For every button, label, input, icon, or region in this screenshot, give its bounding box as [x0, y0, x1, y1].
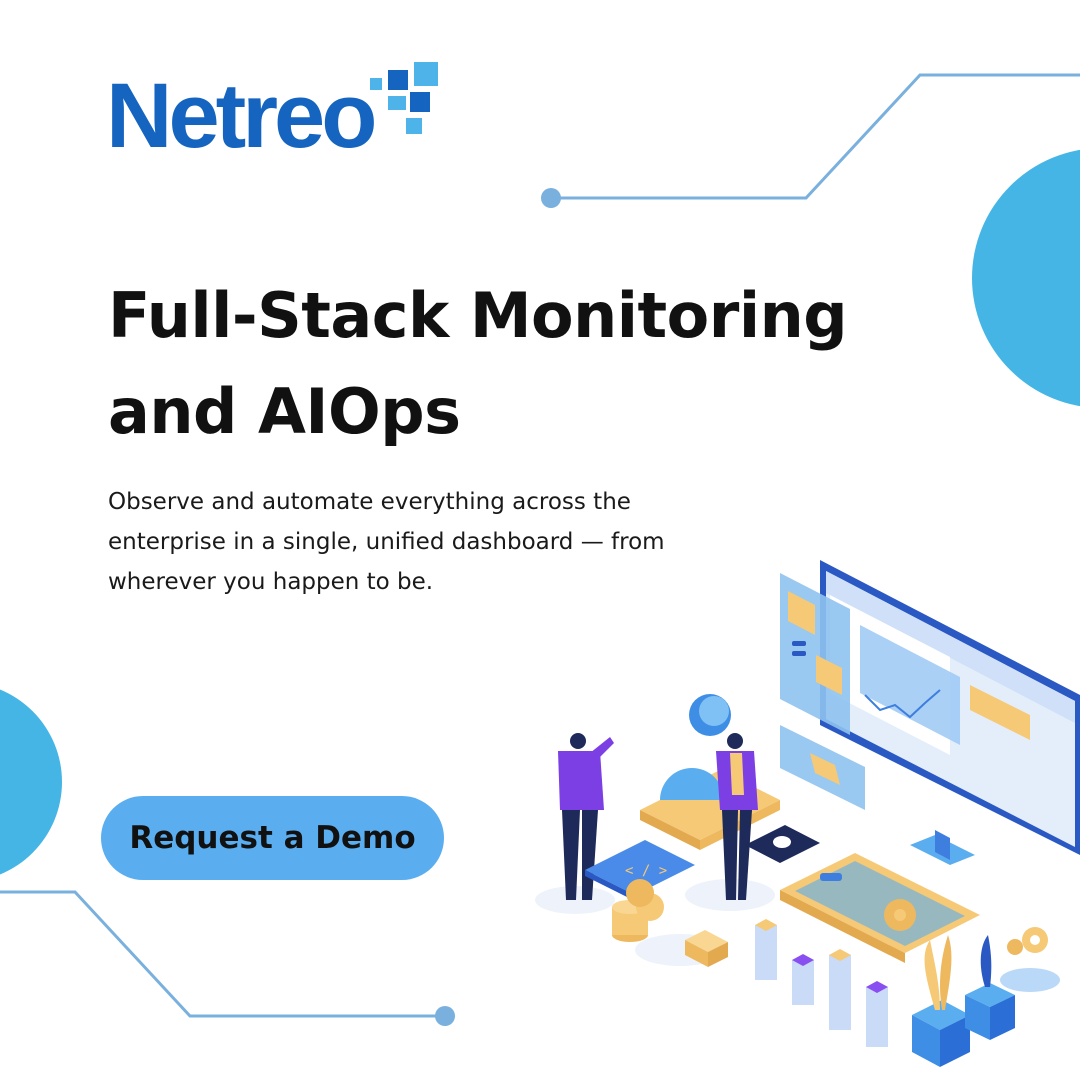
circuit-line-bottom: [0, 890, 445, 1018]
coin-stack-icon: [612, 879, 664, 942]
package-box-icon: [685, 930, 728, 967]
circuit-node-top: [541, 188, 561, 208]
circuit-line-top: [551, 73, 1080, 200]
person-icon: [558, 733, 614, 900]
circuit-node-bottom: [435, 1006, 455, 1026]
globe-platform: [640, 694, 780, 850]
page-title: Full-Stack Monitoring and AIOps: [108, 279, 848, 448]
line-chart-icon: [864, 689, 941, 719]
gear-icon: [1000, 927, 1060, 992]
pixel-squares-icon: [370, 62, 438, 134]
svg-text:< / >: < / >: [625, 863, 667, 879]
decor-circle-right: [972, 149, 1080, 407]
potted-plant-icon: [912, 935, 970, 1067]
code-window-icon: < / >: [585, 840, 695, 901]
hero-description: Observe and automate everything across t…: [108, 489, 665, 595]
decor-circle-left: [0, 689, 62, 875]
request-demo-button[interactable]: Request a Demo: [101, 796, 444, 880]
bar-columns: [755, 919, 888, 1047]
brand-logo: Netreo: [106, 62, 446, 162]
isometric-monitoring-team-illustration: < / >: [535, 560, 1080, 1067]
desktop-monitor-icon: [820, 560, 1080, 865]
gear-icon: [780, 853, 980, 963]
potted-plant-icon: [965, 935, 1015, 1040]
dashboard-panels: [780, 573, 865, 810]
brand-wordmark: Netreo: [106, 65, 377, 167]
person-icon: [716, 733, 758, 900]
mouse-pad-icon: [745, 825, 820, 863]
